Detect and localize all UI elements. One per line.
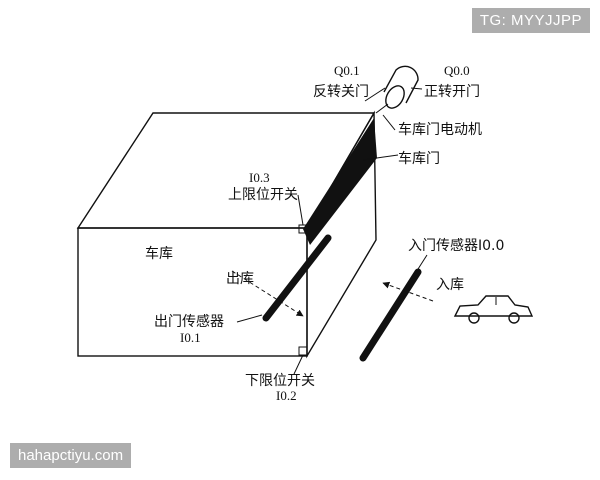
exit-arrow <box>231 270 304 317</box>
label-upper-limit: 上限位开关 <box>228 187 298 203</box>
lower-limit-switch-marker <box>298 346 308 356</box>
label-exit-sensor: 出门传感器 <box>154 313 224 330</box>
entry-sensor-bar <box>359 268 422 362</box>
label-i01: I0.1 <box>180 330 201 345</box>
door-motor <box>375 65 419 114</box>
watermark-top: TG: MYYJJPP <box>471 8 590 33</box>
garage-box <box>76 110 377 359</box>
label-lower-limit: 下限位开关 <box>245 373 315 389</box>
label-motor: 车库门电动机 <box>398 121 482 138</box>
label-forward-open: 正转开门 <box>424 84 480 100</box>
car-icon <box>453 295 534 324</box>
label-i03: I0.3 <box>249 170 270 185</box>
label-exit: 出库 <box>226 271 254 287</box>
entry-arrow <box>382 281 434 302</box>
label-reverse-close: 反转关门 <box>313 84 369 100</box>
label-entry: 入库 <box>436 277 464 293</box>
label-entry-sensor: 入门传感器I0.0 <box>408 237 504 254</box>
label-door: 车库门 <box>398 150 440 167</box>
garage-door <box>303 118 377 245</box>
exit-sensor-bar <box>262 234 332 322</box>
label-i02: I0.2 <box>276 388 297 403</box>
label-q00: Q0.0 <box>444 63 470 78</box>
label-q01: Q0.1 <box>334 63 360 78</box>
label-garage: 车库 <box>145 245 173 262</box>
watermark-bottom: hahapctiyu.com <box>10 443 132 468</box>
